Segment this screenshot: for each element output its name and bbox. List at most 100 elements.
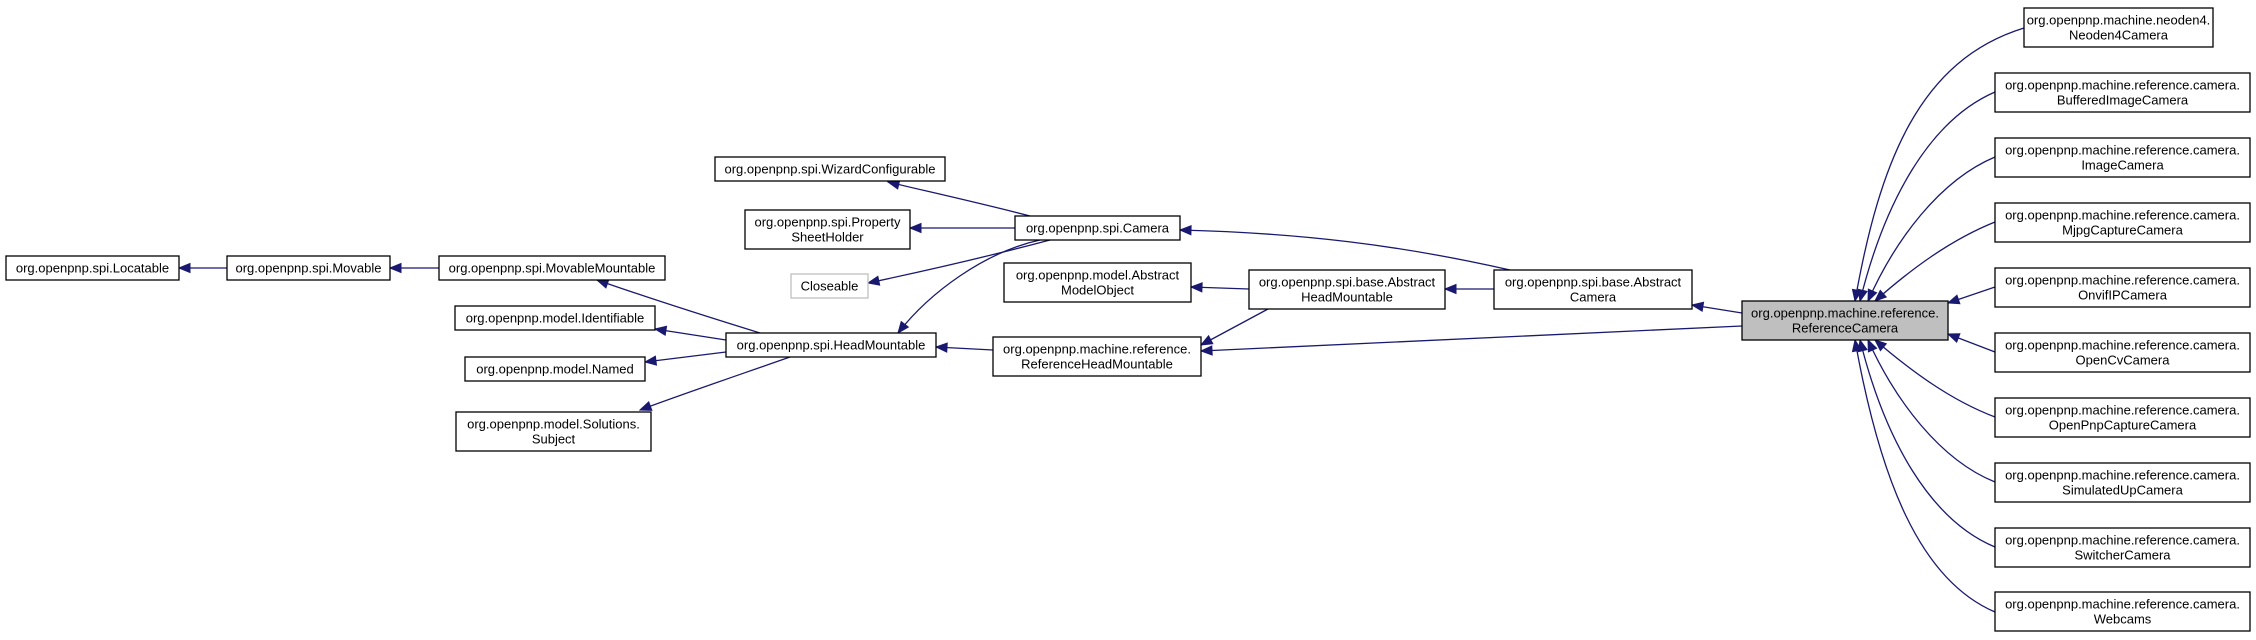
edge-line: [644, 351, 727, 363]
class-node-reference-camera[interactable]: org.openpnp.machine.reference.ReferenceC…: [1741, 300, 1949, 341]
edge-line: [887, 181, 1031, 217]
node-box: [992, 336, 1202, 377]
inheritance-edge: [1851, 338, 1996, 613]
node-label: org.openpnp.machine.neoden4.: [2027, 13, 2211, 28]
inheritance-edge: [866, 239, 1051, 286]
edge-line: [654, 328, 727, 341]
nodes-layer: org.openpnp.spi.Locatable org.openpnp.spi…: [5, 7, 2251, 632]
arrow-head-icon: [1199, 345, 1213, 356]
node-label: ReferenceCamera: [1792, 321, 1899, 336]
arrow-head-icon: [388, 262, 402, 274]
arrow-head-icon: [1851, 338, 1863, 353]
arrow-head-icon: [908, 222, 922, 234]
inheritance-edge: [908, 222, 1015, 234]
node-label: SheetHolder: [791, 230, 864, 245]
edge-line: [639, 356, 791, 411]
inheritance-edge: [1873, 339, 1996, 418]
class-node-switcher-camera[interactable]: org.openpnp.machine.reference.camera.Swi…: [1994, 527, 2251, 568]
node-label: ModelObject: [1061, 283, 1134, 298]
node-box: [1014, 215, 1181, 241]
edge-line: [1867, 156, 1996, 302]
arrow-head-icon: [1867, 338, 1878, 353]
class-node-subject[interactable]: org.openpnp.model.Solutions.Subject: [455, 411, 652, 452]
edge-line: [1867, 339, 1996, 483]
node-label: SwitcherCamera: [2074, 548, 2171, 563]
class-node-locatable[interactable]: org.openpnp.spi.Locatable: [5, 255, 180, 281]
arrow-head-icon: [177, 262, 191, 274]
node-label: org.openpnp.machine.reference.camera.: [2005, 208, 2240, 223]
class-node-abstract-head-mountable[interactable]: org.openpnp.spi.base.AbstractHeadMountab…: [1248, 269, 1446, 310]
class-node-movable-mountable[interactable]: org.openpnp.spi.MovableMountable: [438, 255, 666, 281]
node-box: [790, 273, 869, 299]
class-node-mjpg-capture-camera[interactable]: org.openpnp.machine.reference.camera.Mjp…: [1994, 202, 2251, 243]
arrow-head-icon: [638, 401, 653, 411]
class-node-image-camera[interactable]: org.openpnp.machine.reference.camera.Ima…: [1994, 137, 2251, 178]
edge-line: [1874, 221, 1996, 302]
inheritance-edge: [1178, 225, 1511, 271]
inheritance-edge: [638, 356, 791, 411]
class-node-movable[interactable]: org.openpnp.spi.Movable: [226, 255, 391, 281]
class-node-webcams[interactable]: org.openpnp.machine.reference.camera.Web…: [1994, 591, 2251, 632]
node-label: org.openpnp.spi.base.Abstract: [1505, 275, 1682, 290]
node-label: Closeable: [801, 279, 859, 294]
node-label: org.openpnp.spi.HeadMountable: [737, 338, 926, 353]
node-box: [1994, 137, 2251, 178]
class-node-head-mountable[interactable]: org.openpnp.spi.HeadMountable: [725, 332, 937, 358]
edge-line: [1859, 339, 1996, 548]
class-node-simulated-up-camera[interactable]: org.openpnp.machine.reference.camera.Sim…: [1994, 462, 2251, 503]
node-label: OpenCvCamera: [2076, 353, 2171, 368]
node-label: MjpgCaptureCamera: [2062, 223, 2183, 238]
inheritance-edge: [1867, 156, 1996, 303]
edge-line: [1179, 229, 1511, 271]
inheritance-edge: [1690, 301, 1743, 314]
edges-layer: [177, 27, 2025, 613]
node-label: org.openpnp.spi.Movable: [236, 261, 382, 276]
node-label: org.openpnp.spi.Property: [755, 215, 901, 230]
node-label: org.openpnp.spi.Locatable: [16, 261, 169, 276]
node-box: [1741, 300, 1949, 341]
class-node-named[interactable]: org.openpnp.model.Named: [464, 356, 646, 382]
node-label: org.openpnp.model.Solutions.: [467, 417, 640, 432]
inheritance-edge: [643, 351, 727, 366]
node-label: org.openpnp.machine.reference.camera.: [2005, 597, 2240, 612]
node-box: [226, 255, 391, 281]
node-label: org.openpnp.model.Identifiable: [466, 311, 645, 326]
arrow-head-icon: [1690, 301, 1705, 312]
class-node-open-pnp-capture-camera[interactable]: org.openpnp.machine.reference.camera.Ope…: [1994, 397, 2251, 438]
class-node-buffered-image-camera[interactable]: org.openpnp.machine.reference.camera.Buf…: [1994, 72, 2251, 113]
class-node-camera[interactable]: org.openpnp.spi.Camera: [1014, 215, 1181, 241]
arrow-head-icon: [1946, 294, 1961, 305]
edge-line: [1874, 339, 1996, 418]
class-node-open-cv-camera[interactable]: org.openpnp.machine.reference.camera.Ope…: [1994, 332, 2251, 373]
arrow-head-icon: [643, 355, 658, 366]
node-box: [744, 209, 911, 250]
class-node-neoden4-camera[interactable]: org.openpnp.machine.neoden4.Neoden4Camer…: [2023, 7, 2214, 48]
inheritance-edge: [1857, 91, 1996, 303]
node-label: org.openpnp.machine.reference.camera.: [2005, 143, 2240, 158]
class-node-identifiable[interactable]: org.openpnp.model.Identifiable: [454, 305, 656, 331]
node-label: org.openpnp.spi.base.Abstract: [1259, 275, 1436, 290]
class-node-wizard-configurable[interactable]: org.openpnp.spi.WizardConfigurable: [714, 156, 946, 182]
node-box: [1994, 397, 2251, 438]
inheritance-edge: [1946, 286, 1996, 305]
node-label: org.openpnp.machine.reference.camera.: [2005, 273, 2240, 288]
edge-line: [1859, 91, 1996, 302]
arrow-head-icon: [653, 325, 668, 336]
arrow-head-icon: [1874, 289, 1888, 302]
node-box: [1994, 332, 2251, 373]
node-label: SimulatedUpCamera: [2062, 483, 2183, 498]
arrow-head-icon: [1443, 283, 1457, 295]
class-node-reference-head-mountable[interactable]: org.openpnp.machine.reference.ReferenceH…: [992, 336, 1202, 377]
class-node-closeable[interactable]: Closeable: [790, 273, 869, 299]
node-label: org.openpnp.machine.reference.camera.: [2005, 533, 2240, 548]
node-label: org.openpnp.machine.reference.: [1003, 342, 1191, 357]
class-node-onvif-ip-camera[interactable]: org.openpnp.machine.reference.camera.Onv…: [1994, 267, 2251, 308]
inheritance-edge: [1189, 282, 1250, 293]
node-box: [1003, 262, 1192, 303]
inheritance-edge: [1946, 333, 1996, 353]
node-label: org.openpnp.spi.WizardConfigurable: [724, 162, 935, 177]
node-label: ImageCamera: [2081, 158, 2164, 173]
